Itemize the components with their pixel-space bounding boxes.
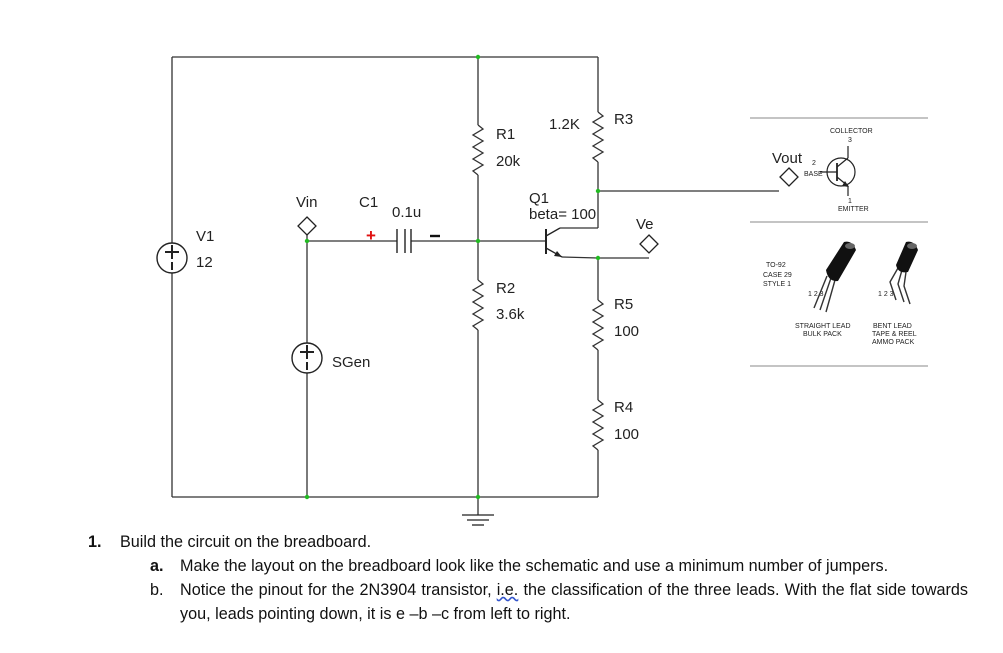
junction-dots bbox=[304, 54, 601, 500]
bent-lead-label: BENT LEAD bbox=[873, 323, 912, 330]
r1-name: R1 bbox=[496, 126, 515, 143]
base-label: BASE bbox=[804, 171, 823, 178]
bulk-pack-label: BULK PACK bbox=[803, 331, 842, 338]
r5-resistor bbox=[591, 299, 605, 351]
c1-plus-sign: + bbox=[366, 226, 376, 245]
sgen-source bbox=[291, 342, 323, 374]
r2-resistor bbox=[471, 279, 485, 331]
ve-probe-marker bbox=[639, 234, 659, 254]
c1-name: C1 bbox=[359, 194, 378, 211]
wires bbox=[171, 56, 779, 515]
straight-lead-label: STRAIGHT LEAD bbox=[795, 323, 851, 330]
c1-capacitor bbox=[396, 229, 412, 253]
sgen-name: SGen bbox=[332, 354, 370, 371]
vout-probe-marker bbox=[779, 167, 799, 187]
instructions: 1. Build the circuit on the breadboard. … bbox=[88, 530, 968, 626]
r4-resistor bbox=[591, 399, 605, 451]
case-line2: CASE 29 bbox=[763, 272, 792, 279]
collector-pin: 3 bbox=[848, 137, 852, 144]
npn-symbol-icon bbox=[820, 146, 856, 196]
r5-value: 100 bbox=[614, 323, 639, 340]
item-a-text: Make the layout on the breadboard look l… bbox=[180, 557, 889, 575]
ground-symbol bbox=[462, 514, 494, 526]
r5-name: R5 bbox=[614, 296, 633, 313]
vout-label: Vout bbox=[772, 150, 803, 167]
item-b-text-post: the classification of the three leads. W… bbox=[180, 581, 968, 623]
r2-value: 3.6k bbox=[496, 306, 525, 323]
q1-beta: beta= 100 bbox=[529, 206, 596, 223]
tape-reel-label: TAPE & REEL bbox=[872, 331, 917, 338]
r4-value: 100 bbox=[614, 426, 639, 443]
r2-name: R2 bbox=[496, 280, 515, 297]
r3-value: 1.2K bbox=[549, 116, 580, 133]
straight-pin-labels: 1 2 3 bbox=[808, 291, 824, 298]
v1-name: V1 bbox=[196, 228, 214, 245]
instruction-item-a: a. Make the layout on the breadboard loo… bbox=[88, 554, 968, 578]
collector-label: COLLECTOR bbox=[830, 128, 873, 135]
item-b-text: Notice the pinout for the 2N3904 transis… bbox=[180, 578, 968, 626]
r4-name: R4 bbox=[614, 399, 633, 416]
item-a-label: a. bbox=[150, 557, 164, 575]
bent-pin-labels: 1 2 3 bbox=[878, 291, 894, 298]
q1-name: Q1 bbox=[529, 190, 549, 207]
ammo-pack-label: AMMO PACK bbox=[872, 339, 915, 346]
r1-value: 20k bbox=[496, 153, 521, 170]
r1-resistor bbox=[471, 124, 485, 176]
instruction-item-b: b. Notice the pinout for the 2N3904 tran… bbox=[88, 578, 968, 626]
vin-probe-marker bbox=[297, 216, 317, 236]
item-b-ie: i.e. bbox=[496, 581, 519, 599]
to92-straight-lead-icon: 1 2 3 bbox=[808, 241, 856, 313]
case-line1: TO-92 bbox=[766, 262, 786, 269]
ve-label: Ve bbox=[636, 216, 654, 233]
vin-label: Vin bbox=[296, 194, 317, 211]
case-line3: STYLE 1 bbox=[763, 281, 791, 288]
instruction-item-1: 1. Build the circuit on the breadboard. bbox=[88, 530, 968, 554]
v1-source bbox=[156, 242, 188, 274]
base-pin: 2 bbox=[812, 160, 816, 167]
item-text: Build the circuit on the breadboard. bbox=[120, 533, 372, 551]
emitter-pin: 1 bbox=[848, 198, 852, 205]
item-number: 1. bbox=[88, 533, 102, 551]
to92-bent-lead-icon: 1 2 3 bbox=[878, 241, 918, 305]
item-b-text-pre: Notice the pinout for the 2N3904 transis… bbox=[180, 581, 497, 599]
v1-value: 12 bbox=[196, 254, 213, 271]
r3-name: R3 bbox=[614, 111, 633, 128]
q1-transistor bbox=[545, 227, 563, 258]
circuit-schematic: V1 12 SGen Vin + C1 0.1u R1 20k R2 3.6k … bbox=[156, 54, 928, 526]
emitter-label: EMITTER bbox=[838, 206, 869, 213]
package-info-panel: COLLECTOR 3 BASE 2 1 EMITTER TO-92 CASE … bbox=[750, 117, 928, 367]
item-b-label: b. bbox=[150, 581, 164, 599]
r3-resistor bbox=[591, 111, 605, 163]
c1-value: 0.1u bbox=[392, 204, 421, 221]
